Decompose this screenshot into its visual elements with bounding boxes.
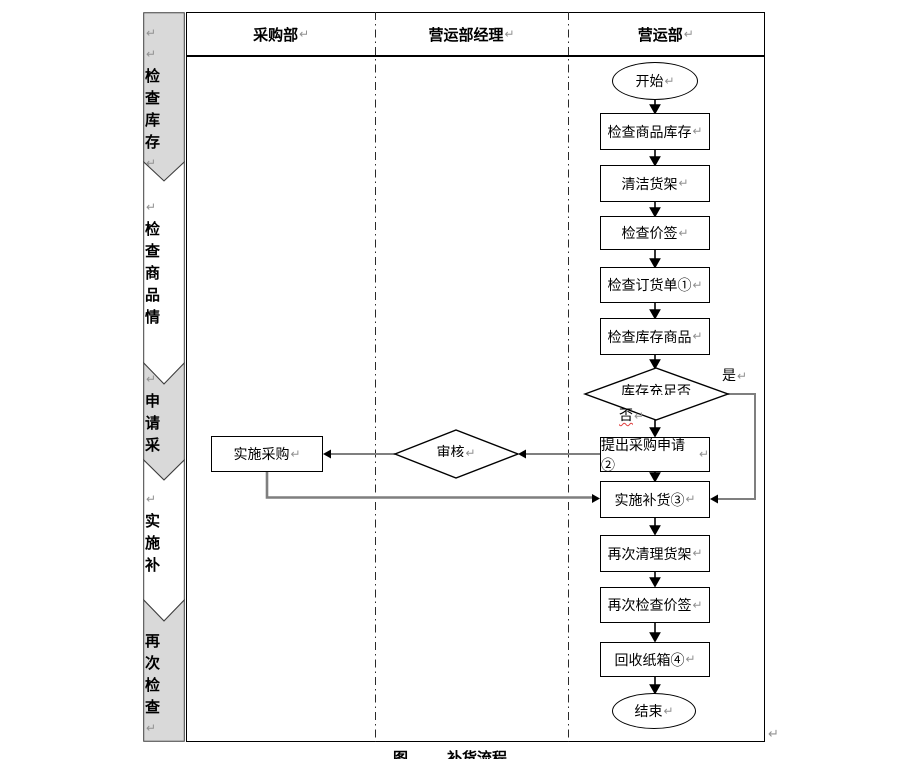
paragraph-mark: ↵	[737, 369, 748, 383]
node-label: 检查价签	[621, 227, 678, 242]
sidebar-label-check-stock: ↵↵检查库存↵	[143, 26, 185, 177]
lane-header-ops-manager: 营运部经理↵	[375, 13, 567, 55]
node-label: 再次清理货架	[607, 547, 692, 563]
sidebar-label-restock: ↵实施补	[143, 492, 185, 579]
paragraph-mark: ↵	[692, 329, 703, 343]
paragraph-mark: ↵	[685, 492, 696, 506]
step-clean-shelves[interactable]: 清洁货架↵	[600, 165, 710, 202]
end-node[interactable]: 结束↵	[612, 693, 696, 729]
lane-title: 采购部	[253, 27, 299, 44]
yes-branch-label: 是↵	[722, 365, 747, 385]
node-label: 检查库存商品	[607, 330, 692, 346]
node-label: 库存充足否	[621, 385, 691, 395]
figure-caption-title: 补货流程	[447, 747, 507, 759]
paragraph-mark: ↵	[504, 26, 515, 41]
paragraph-mark-after-table: ↵	[768, 726, 779, 742]
sidebar-text: 申请采	[143, 393, 159, 459]
label-text: 是	[722, 369, 736, 384]
sidebar-label-check-goods: ↵检查商品情	[143, 200, 185, 331]
paragraph-mark: ↵	[290, 446, 301, 461]
paragraph-mark: ↵	[678, 225, 689, 240]
decision-review-label: 审核↵	[406, 443, 506, 457]
decision-stock-label: 库存充足否	[601, 382, 711, 395]
step-reclean-shelves[interactable]: 再次清理货架↵	[600, 535, 710, 572]
node-label: 清洁货架	[621, 177, 678, 193]
node-label: 实施补货③	[614, 493, 685, 509]
sidebar-text: 检查商品情	[143, 221, 159, 331]
sidebar-label-request-purchase: ↵申请采	[143, 372, 185, 459]
paragraph-mark: ↵	[634, 409, 645, 423]
node-label: 检查订货单①	[607, 279, 692, 294]
lane-header-purchasing: 采购部↵	[187, 13, 375, 55]
figure-caption-prefix: 图	[393, 747, 408, 759]
node-label: 开始	[635, 75, 664, 90]
node-label: 实施采购	[233, 448, 290, 463]
lane-header-row: 采购部↵ 营运部经理↵ 营运部↵	[187, 13, 764, 57]
node-label: 检查商品库存	[607, 125, 692, 141]
paragraph-mark: ↵	[678, 176, 689, 190]
caption-text: 补货流程	[447, 751, 508, 759]
sidebar-text: 检查库存	[143, 68, 159, 156]
step-check-inventory-goods[interactable]: 检查库存商品↵	[600, 318, 710, 355]
paragraph-mark: ↵	[692, 546, 703, 560]
node-label: 回收纸箱④	[614, 653, 685, 669]
lane-header-operations: 营运部↵	[568, 13, 764, 55]
no-branch-label: 否↵	[619, 405, 644, 425]
paragraph-mark: ↵	[692, 597, 703, 612]
paragraph-mark: ↵	[698, 447, 709, 461]
step-implement-restock[interactable]: 实施补货③↵	[600, 481, 710, 518]
step-implement-purchase[interactable]: 实施采购↵	[211, 436, 323, 472]
paragraph-mark: ↵	[768, 726, 779, 741]
sidebar-chevron-shapes[interactable]	[143, 12, 185, 743]
sidebar-text: 实施补	[143, 513, 159, 579]
paragraph-mark: ↵	[465, 446, 476, 457]
swimlane-table: 采购部↵ 营运部经理↵ 营运部↵	[186, 12, 765, 742]
paragraph-mark: ↵	[663, 703, 674, 718]
step-recheck-price-tags[interactable]: 再次检查价签↵	[600, 587, 710, 623]
paragraph-marks: ↵	[144, 372, 158, 393]
node-label: 再次检查价签	[607, 599, 692, 614]
caption-text: 图	[393, 751, 409, 759]
node-label: 审核	[436, 446, 465, 457]
paragraph-marks: ↵	[144, 200, 158, 221]
paragraph-marks: ↵↵	[144, 26, 158, 68]
step-recycle-cartons[interactable]: 回收纸箱④↵	[600, 642, 710, 677]
paragraph-mark: ↵	[144, 156, 158, 177]
paragraph-mark: ↵	[664, 73, 675, 88]
paragraph-mark: ↵	[683, 26, 694, 41]
lane-title: 营运部经理	[428, 27, 504, 44]
paragraph-mark: ↵	[692, 124, 703, 138]
start-node[interactable]: 开始↵	[612, 62, 698, 100]
node-label: 结束	[634, 705, 663, 720]
step-submit-purchase-request[interactable]: 提出采购申请② ↵	[600, 437, 710, 474]
node-label: 提出采购申请②	[601, 438, 685, 474]
sidebar-label-recheck: 再次检查↵	[143, 633, 185, 742]
step-check-goods-stock[interactable]: 检查商品库存↵	[600, 113, 710, 150]
paragraph-mark: ↵	[144, 721, 158, 742]
chevron-segment-5[interactable]	[143, 598, 185, 742]
label-text: 否	[619, 409, 633, 424]
paragraph-mark: ↵	[692, 277, 703, 292]
paragraph-marks: ↵	[144, 492, 158, 513]
paragraph-mark: ↵	[685, 652, 696, 666]
lane-title: 营运部	[637, 27, 683, 44]
sidebar-text: 再次检查	[143, 633, 159, 721]
step-check-price-tags[interactable]: 检查价签↵	[600, 216, 710, 250]
step-check-order-form[interactable]: 检查订货单①↵	[600, 267, 710, 303]
paragraph-mark: ↵	[299, 26, 310, 41]
